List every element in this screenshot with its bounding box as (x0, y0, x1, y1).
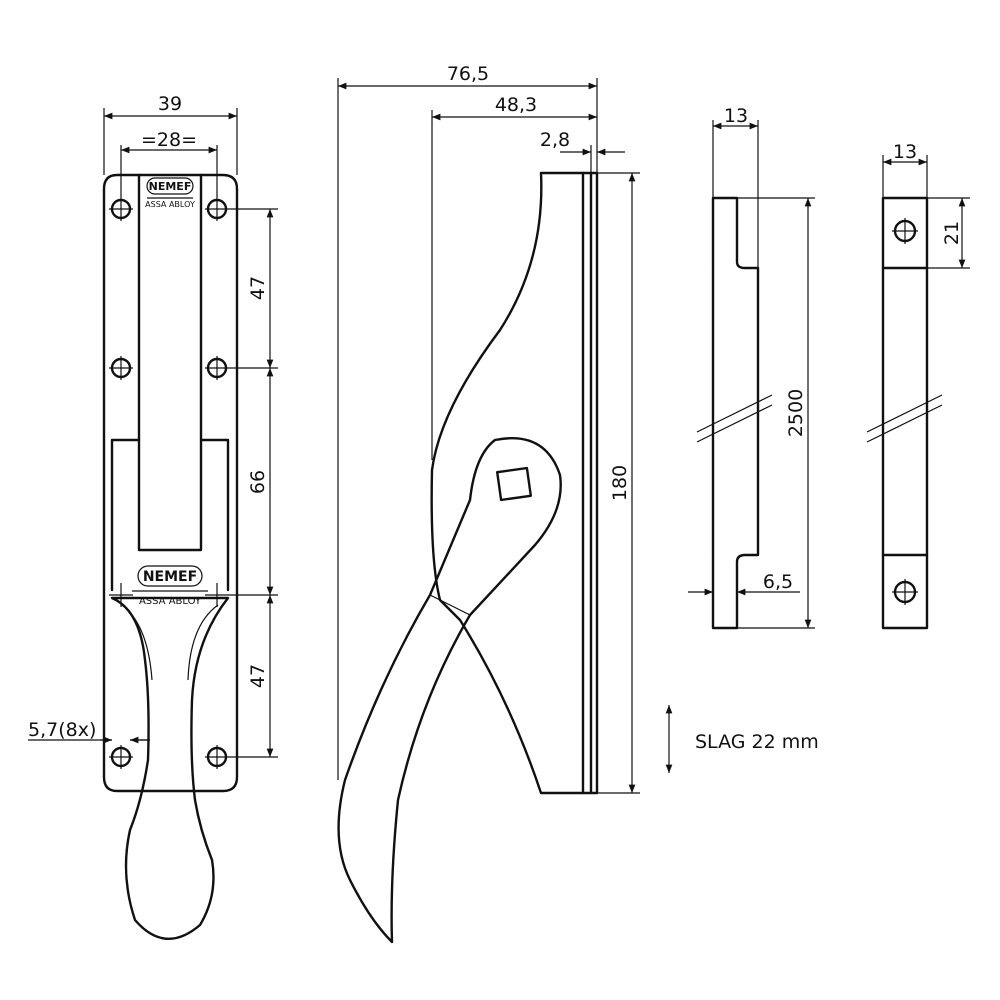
dim-plate-width: 39 (158, 93, 182, 115)
rod-view: 13 2500 6,5 (688, 105, 815, 630)
dim-height: 180 (609, 465, 631, 501)
dim-overall-depth: 76,5 (447, 63, 489, 85)
guide-break-2 (866, 404, 943, 443)
dim-hole-spacing: =28= (141, 129, 197, 151)
dim-pitch-mid: 66 (247, 470, 269, 494)
guide-hole-top (892, 218, 918, 244)
rod-break-1 (696, 394, 773, 433)
rod-break-2 (696, 404, 773, 443)
side-view: 76,5 48,3 2,8 180 SLAG 22 mm (337, 63, 819, 944)
guide-view: 13 21 (866, 141, 970, 630)
dim-pitch-bottom: 47 (247, 664, 269, 688)
lever-joint (429, 594, 471, 616)
hole-low-left (109, 583, 133, 607)
hole-low-right (205, 583, 229, 607)
backplate (102, 173, 239, 793)
dim-pitch-top: 47 (247, 276, 269, 300)
dim-plate-thickness: 2,8 (540, 129, 570, 151)
stroke-note: SLAG 22 mm (695, 731, 819, 753)
svg-text:ASSA ABLOY: ASSA ABLOY (139, 596, 202, 607)
svg-text:NEMEF: NEMEF (143, 569, 197, 585)
guide-hole-bottom (892, 579, 918, 605)
hole-mid-left (109, 356, 133, 380)
logo-top: NEMEF ASSA ABLOY (145, 177, 195, 209)
handle-grip (110, 596, 230, 940)
hole-bottom-right (205, 745, 229, 769)
dim-rod-width-b: 13 (893, 141, 917, 163)
dim-hole-diameter: 5,7(8x) (28, 719, 96, 741)
lever-body (430, 171, 585, 795)
dim-rod-length: 2500 (785, 389, 807, 437)
slide-bar (137, 173, 203, 552)
dim-rod-offset: 6,5 (763, 571, 793, 593)
hole-mid-right (205, 356, 229, 380)
svg-text:NEMEF: NEMEF (149, 180, 192, 193)
hole-top-left (109, 197, 133, 221)
svg-text:ASSA ABLOY: ASSA ABLOY (145, 200, 195, 209)
dim-body-depth: 48,3 (495, 94, 537, 116)
dim-guide-end: 21 (941, 221, 963, 245)
screw-holes (109, 197, 229, 769)
spindle-square (495, 466, 533, 502)
mounting-plate (581, 171, 599, 795)
front-view: NEMEF ASSA ABLOY NEMEF ASSA ABLOY 39 =28… (28, 93, 278, 940)
dim-rod-width-a: 13 (724, 105, 748, 127)
rod-profile (711, 196, 760, 630)
hole-top-right (205, 197, 229, 221)
guide-break-1 (866, 394, 943, 433)
lever-arm (337, 437, 562, 944)
logo-mid: NEMEF ASSA ABLOY (132, 565, 208, 607)
handle-housing (110, 438, 230, 592)
grip-inner-line (121, 604, 219, 681)
hole-bottom-left (109, 745, 133, 769)
